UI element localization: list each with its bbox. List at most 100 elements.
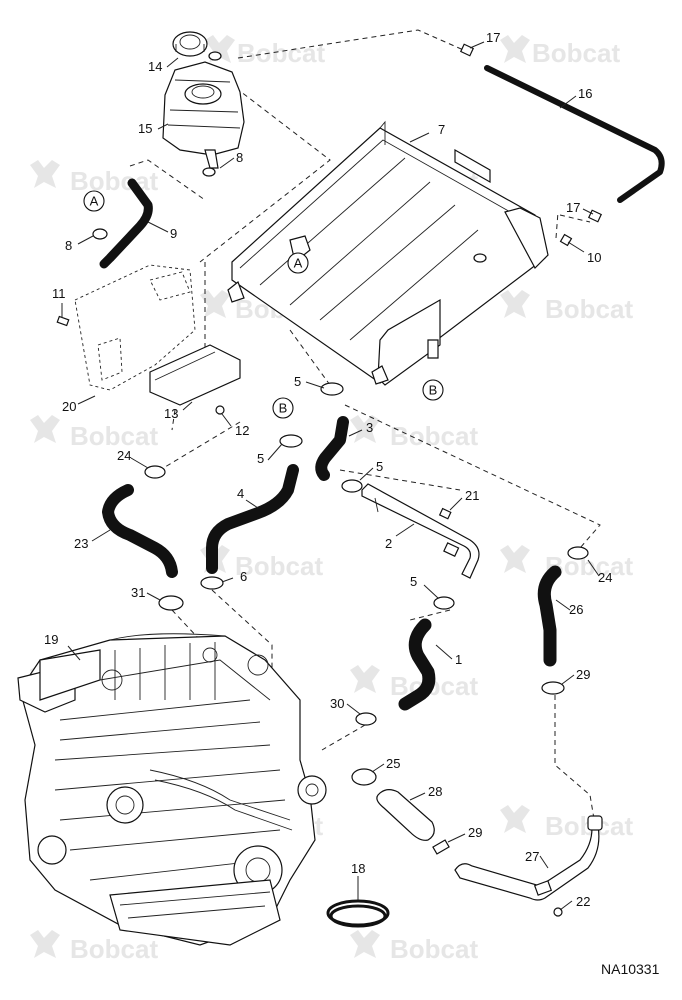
clamp [158, 595, 184, 611]
support-plate [149, 344, 241, 415]
watermark-logo [350, 665, 380, 693]
reference-marker-b: B [422, 379, 444, 401]
bolt [438, 507, 452, 520]
svg-text:A: A [294, 256, 303, 271]
coolant-pipe [361, 483, 480, 579]
callout-labels: 1 2 3 4 5 5 5 5 6 7 8 8 9 10 11 12 13 14… [44, 30, 612, 909]
hose [102, 484, 178, 578]
coolant-reservoir [162, 61, 245, 169]
clamp [341, 479, 363, 493]
mounting-bracket [74, 264, 196, 391]
callout-label: 4 [237, 486, 244, 501]
engine [17, 633, 327, 946]
watermark-logo [30, 160, 60, 188]
watermark-text: Bobcat [390, 421, 478, 451]
callout-label: 28 [428, 784, 442, 799]
callout-label: 5 [294, 374, 301, 389]
coolant-pipe [454, 815, 603, 917]
callout-label: 22 [576, 894, 590, 909]
callout-label: 24 [598, 570, 612, 585]
clamp [541, 681, 565, 695]
watermark-text: Bobcat [70, 166, 158, 196]
hose [537, 565, 562, 667]
callout-label: 5 [376, 459, 383, 474]
watermark-logo [500, 290, 530, 318]
watermark-logo [500, 805, 530, 833]
callout-label: 14 [148, 59, 162, 74]
clamp [92, 228, 108, 240]
callout-label: 15 [138, 121, 152, 136]
clamp [355, 712, 377, 726]
clamp [200, 576, 224, 590]
overflow-hose [484, 65, 665, 203]
callout-label: 20 [62, 399, 76, 414]
callout-label: 3 [366, 420, 373, 435]
callout-label: 21 [465, 488, 479, 503]
watermark-text: Bobcat [532, 38, 620, 68]
watermark-logo [500, 35, 530, 63]
callout-label: 9 [170, 226, 177, 241]
coiled-hose [326, 899, 390, 928]
callout-label: 8 [236, 150, 243, 165]
hose [398, 618, 436, 711]
callout-label: 19 [44, 632, 58, 647]
callout-label: 6 [240, 569, 247, 584]
callout-label: 29 [468, 825, 482, 840]
clamp [320, 382, 344, 396]
watermark-logo [30, 415, 60, 443]
callout-label: 17 [566, 200, 580, 215]
callout-label: 13 [164, 406, 178, 421]
callout-label: 18 [351, 861, 365, 876]
callout-label: 8 [65, 238, 72, 253]
watermark-text: Bobcat [70, 934, 158, 964]
bolt [559, 233, 573, 247]
svg-text:B: B [429, 383, 438, 398]
bolt [56, 315, 70, 327]
svg-text:A: A [90, 194, 99, 209]
callout-label: 16 [578, 86, 592, 101]
reference-marker-a: A [83, 190, 105, 212]
clamp [567, 546, 589, 560]
callout-label: 12 [235, 423, 249, 438]
clamp [459, 43, 475, 57]
callout-label: 23 [74, 536, 88, 551]
assembly-lines [129, 29, 601, 826]
callout-label: 17 [486, 30, 500, 45]
watermark-logo [30, 930, 60, 958]
callout-label: 24 [117, 448, 131, 463]
clamp [587, 209, 603, 223]
clamp [279, 434, 303, 448]
callout-label: 5 [257, 451, 264, 466]
watermark-text: Bobcat [545, 294, 633, 324]
watermark-text: Bobcat [237, 38, 325, 68]
watermark-logo [350, 415, 380, 443]
callout-label: 31 [131, 585, 145, 600]
callout-label: 27 [525, 849, 539, 864]
callout-label: 30 [330, 696, 344, 711]
svg-text:B: B [279, 401, 288, 416]
watermark-logo [200, 290, 230, 318]
callout-label: 26 [569, 602, 583, 617]
clamp [433, 596, 455, 610]
hose [206, 464, 299, 574]
watermark-text: Bobcat [70, 421, 158, 451]
callout-label: 10 [587, 250, 601, 265]
clamp [144, 465, 166, 479]
clamp [351, 768, 377, 786]
reference-marker-b: B [272, 397, 294, 419]
callout-label: 7 [438, 122, 445, 137]
diagram-code: NA10331 [601, 961, 660, 977]
radiator [227, 120, 549, 386]
watermark-logo [500, 545, 530, 573]
callout-label: 25 [386, 756, 400, 771]
callout-label: 29 [576, 667, 590, 682]
watermark-logo [350, 930, 380, 958]
hose [315, 416, 349, 481]
callout-label: 5 [410, 574, 417, 589]
watermark-text: Bobcat [390, 934, 478, 964]
callout-label: 2 [385, 536, 392, 551]
callout-leaders [61, 41, 600, 911]
reservoir-cap [172, 31, 222, 61]
